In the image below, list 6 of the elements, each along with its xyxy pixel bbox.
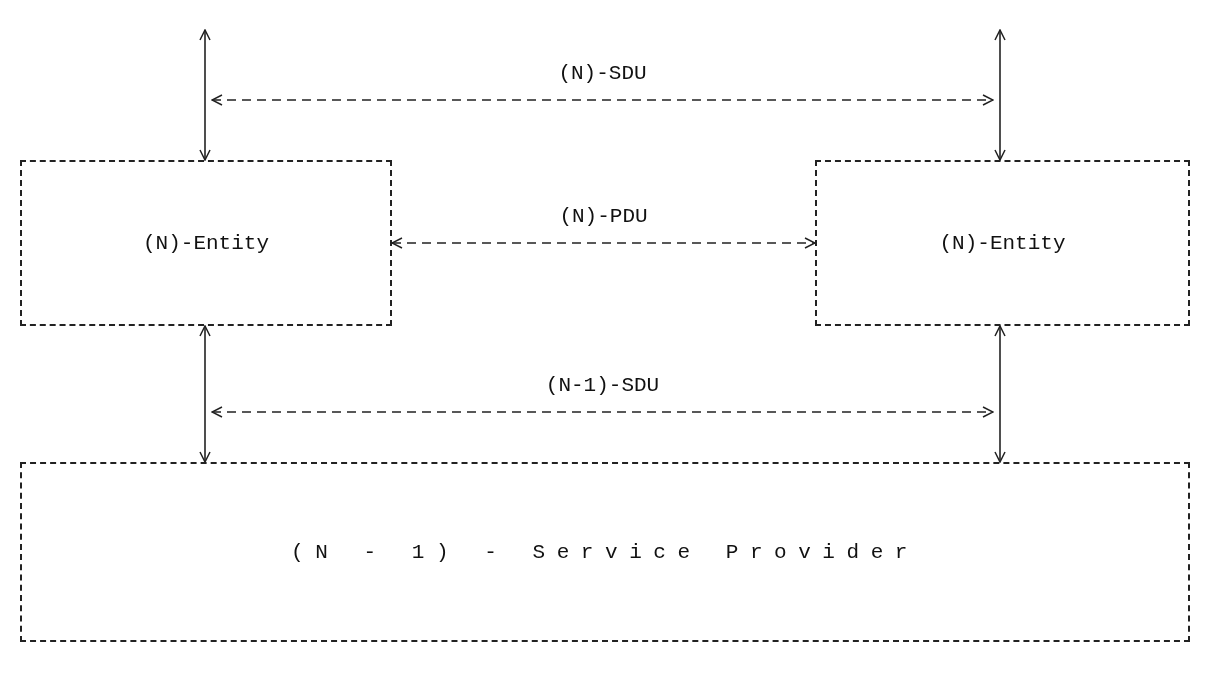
node-label: (N)-Entity — [939, 231, 1066, 255]
entity-box — [815, 160, 1190, 326]
entity-box — [20, 160, 392, 326]
node-label: (N)-Entity — [143, 231, 269, 255]
node-label: (N - 1) - Service Provider — [291, 540, 919, 564]
service-provider-box — [20, 462, 1190, 642]
